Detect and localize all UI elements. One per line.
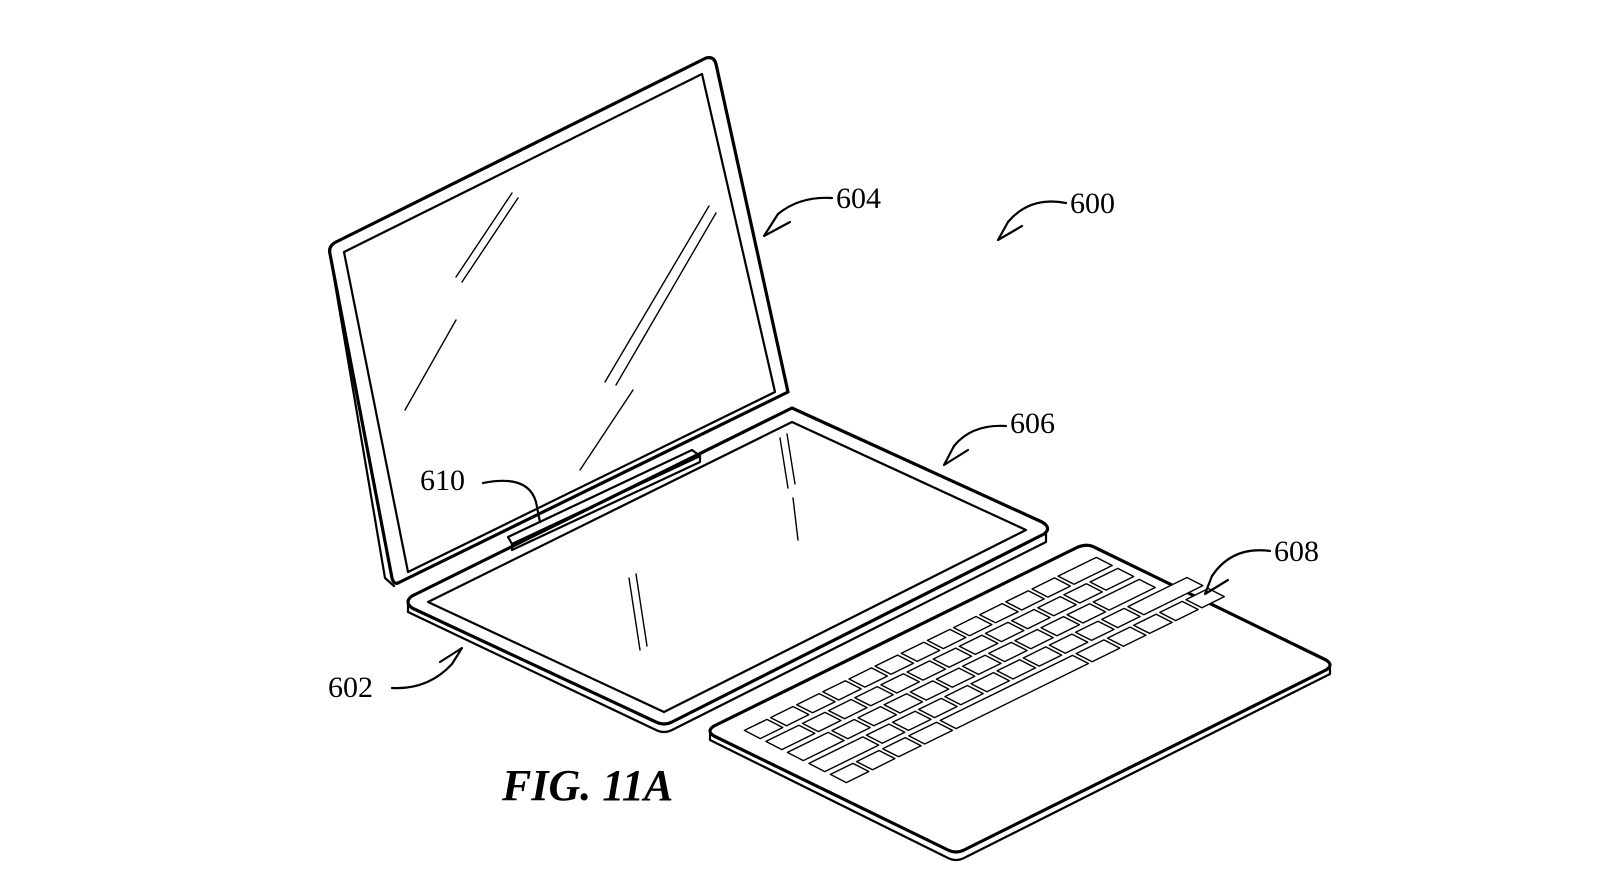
leader-lines xyxy=(392,198,1270,688)
figure-label: FIG. 11A xyxy=(501,761,673,810)
ref-610: 610 xyxy=(420,464,465,497)
ref-608: 608 xyxy=(1274,535,1319,568)
ref-602: 602 xyxy=(328,671,373,704)
ref-600: 600 xyxy=(1070,187,1115,220)
upper-display xyxy=(330,58,788,586)
keyboard-keys xyxy=(744,557,1224,782)
ref-604: 604 xyxy=(836,182,881,215)
keyboard xyxy=(710,545,1330,860)
ref-606: 606 xyxy=(1010,407,1055,440)
